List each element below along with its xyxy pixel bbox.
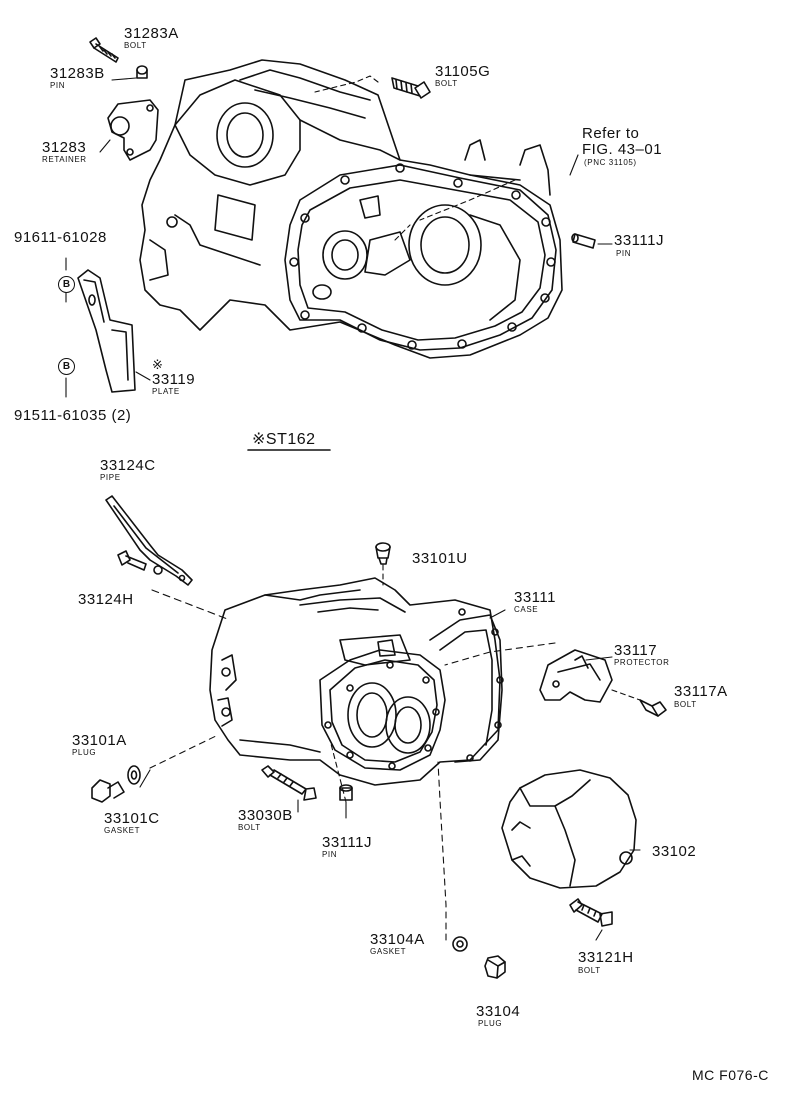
part-number-33124C: 33124C xyxy=(100,457,156,474)
part-number-33030B: 33030B xyxy=(238,807,293,824)
part-number-33101U: 33101U xyxy=(412,550,468,567)
protector-33117-drawing xyxy=(539,649,613,703)
st162-marker-33119: ※ xyxy=(152,357,163,372)
part-name-33101A: PLUG xyxy=(72,748,97,757)
part-number-33124H: 33124H xyxy=(78,591,134,608)
part-name-33030B: BOLT xyxy=(238,823,261,832)
pin-33111J-lower-drawing xyxy=(339,784,353,801)
bolt-33117A-drawing xyxy=(639,699,667,717)
retainer-31283-drawing xyxy=(107,99,159,161)
part-number-33101A: 33101A xyxy=(72,732,127,749)
part-number-33117A: 33117A xyxy=(674,683,728,700)
part-name-31283: RETAINER xyxy=(42,155,87,164)
part-number-33102: 33102 xyxy=(652,843,697,860)
refer-to-pnc: (PNC 31105) xyxy=(584,158,637,167)
bolt-marker-b-upper: B xyxy=(58,276,75,293)
gasket-33101C-drawing xyxy=(127,765,141,785)
bolt-33121H-drawing xyxy=(569,898,613,927)
pin-31283B-drawing xyxy=(136,65,148,79)
part-number-31105G: 31105G xyxy=(435,63,491,80)
part-name-33111J-lower: PIN xyxy=(322,850,338,859)
bolt-31283A-drawing xyxy=(89,37,119,63)
part-name-33117: PROTECTOR xyxy=(614,658,670,667)
part-number-33121H: 33121H xyxy=(578,949,634,966)
plug-33101U-drawing xyxy=(375,542,391,565)
part-number-31283A: 31283A xyxy=(124,25,179,42)
section-label-st162: ※ST162 xyxy=(252,431,316,448)
part-name-33111J-upper: PIN xyxy=(616,249,632,258)
bolt-33124H-drawing xyxy=(117,550,147,571)
plate-33119-drawing xyxy=(77,269,136,393)
part-number-31283B: 31283B xyxy=(50,65,105,82)
part-number-33119: 33119 xyxy=(152,371,196,388)
bolt-33030B-drawing xyxy=(261,765,317,801)
figure-code: MC F076-C xyxy=(692,1067,769,1083)
part-number-33111J-lower: 33111J xyxy=(322,834,372,851)
part-number-33101C: 33101C xyxy=(104,810,160,827)
part-name-31283A: BOLT xyxy=(124,41,147,50)
bolt-31105G-drawing xyxy=(391,77,431,99)
leader-lines-lower xyxy=(139,564,641,941)
upper-transaxle-case-drawing xyxy=(139,59,563,359)
part-number-91511-61035: 91511-61035 (2) xyxy=(14,407,132,424)
cover-33102-drawing xyxy=(501,769,637,889)
plug-33104-drawing xyxy=(484,955,506,979)
part-number-33104: 33104 xyxy=(476,1003,521,1020)
pipe-33124C-drawing xyxy=(105,495,193,586)
part-number-91611-61028: 91611-61028 xyxy=(14,229,107,246)
part-number-33111: 33111 xyxy=(514,589,556,606)
part-number-33104A: 33104A xyxy=(370,931,425,948)
part-name-33104: PLUG xyxy=(478,1019,503,1028)
lower-transaxle-case-drawing xyxy=(209,577,504,786)
refer-to-figure: FIG. 43–01 xyxy=(582,141,663,158)
part-name-33101C: GASKET xyxy=(104,826,141,835)
part-number-31283: 31283 xyxy=(42,139,87,156)
plug-33101A-drawing xyxy=(91,779,125,803)
part-name-33121H: BOLT xyxy=(578,966,601,975)
bolt-marker-b-lower: B xyxy=(58,358,75,375)
leader-lines-upper xyxy=(65,75,613,398)
part-name-33117A: BOLT xyxy=(674,700,697,709)
part-name-33119: PLATE xyxy=(152,387,180,396)
part-name-31283B: PIN xyxy=(50,81,66,90)
refer-to-line1: Refer to xyxy=(582,125,640,142)
part-number-33111J-upper: 33111J xyxy=(614,232,664,249)
pin-33111J-upper-drawing xyxy=(571,233,596,249)
part-name-33104A: GASKET xyxy=(370,947,407,956)
part-number-33117: 33117 xyxy=(614,642,658,659)
part-name-33111: CASE xyxy=(514,605,539,614)
part-name-33124C: PIPE xyxy=(100,473,121,482)
part-name-31105G: BOLT xyxy=(435,79,458,88)
gasket-33104A-drawing xyxy=(452,936,468,952)
